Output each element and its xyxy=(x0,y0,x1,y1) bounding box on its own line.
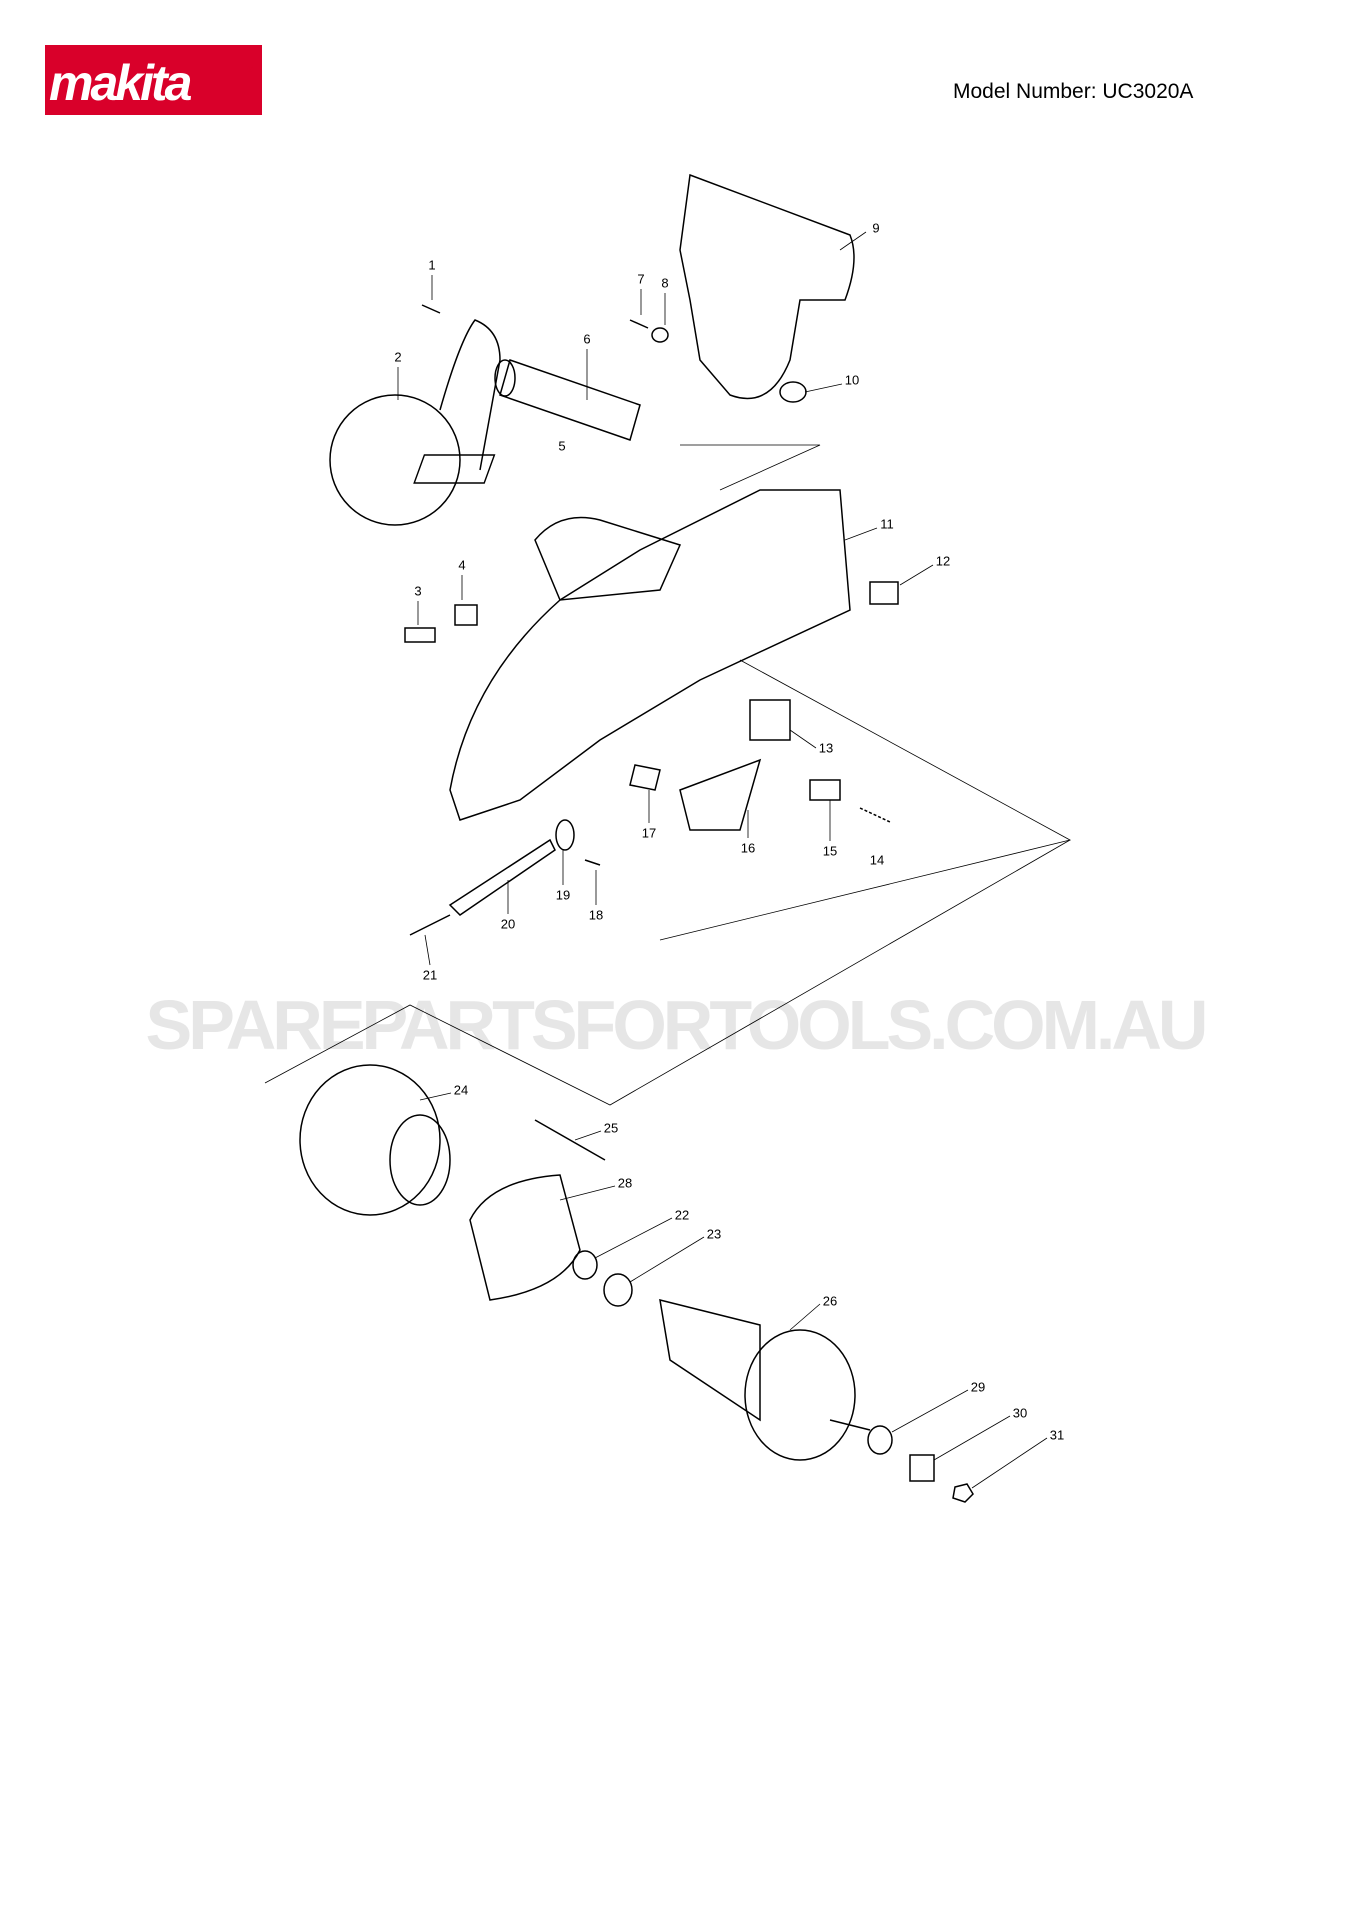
callout-14: 14 xyxy=(869,852,885,868)
part-9-hand-guard xyxy=(679,173,855,400)
registered-mark: ® xyxy=(247,64,254,74)
callout-13: 13 xyxy=(818,740,834,756)
callout-7: 7 xyxy=(637,271,645,287)
part-6-handle-grip xyxy=(494,359,641,441)
callout-4: 4 xyxy=(458,557,466,573)
callout-31: 31 xyxy=(1049,1427,1065,1443)
part-20-cord-guard xyxy=(448,838,556,916)
logo-text: makita xyxy=(49,55,192,111)
part-21-cord xyxy=(409,914,451,936)
part-10-ring xyxy=(779,381,807,403)
callout-8: 8 xyxy=(661,275,669,291)
part-19-strain-relief xyxy=(555,819,575,851)
part-3-part xyxy=(404,627,436,643)
callout-1: 1 xyxy=(428,257,436,273)
callout-28: 28 xyxy=(617,1175,633,1191)
model-number: Model Number: UC3020A xyxy=(953,80,1194,103)
callout-22: 22 xyxy=(674,1207,690,1223)
callout-25: 25 xyxy=(603,1120,619,1136)
part-16-trigger xyxy=(679,758,762,831)
callout-17: 17 xyxy=(641,825,657,841)
callout-18: 18 xyxy=(588,907,604,923)
part-12-switch xyxy=(869,581,899,605)
part-14-spring xyxy=(859,807,891,823)
callout-21: 21 xyxy=(422,967,438,983)
watermark: SPAREPARTSFORTOOLS.COM.AU xyxy=(145,986,1209,1064)
callout-6: 6 xyxy=(583,331,591,347)
part-8-washer xyxy=(651,327,669,343)
part-motor-housing xyxy=(534,516,682,601)
part-23-bearing xyxy=(603,1273,633,1307)
makita-logo: makita xyxy=(45,45,262,115)
callout-12: 12 xyxy=(935,553,951,569)
part-22-bearing xyxy=(572,1250,598,1280)
callout-15: 15 xyxy=(822,843,838,859)
part-5-label xyxy=(413,454,496,484)
callout-30: 30 xyxy=(1012,1405,1028,1421)
part-2-rear-handle-cover xyxy=(329,319,501,526)
callout-10: 10 xyxy=(844,372,860,388)
callout-2: 2 xyxy=(394,349,402,365)
callout-26: 26 xyxy=(822,1293,838,1309)
part-31-nut xyxy=(952,1483,974,1503)
part-28-baffle-plate xyxy=(469,1174,581,1301)
callout-9: 9 xyxy=(872,220,880,236)
part-17-part xyxy=(629,764,661,791)
part-15-lock-pin xyxy=(809,779,841,801)
callout-11: 11 xyxy=(880,516,894,532)
part-26-armature xyxy=(659,1298,871,1461)
part-25-screw xyxy=(534,1119,606,1161)
part-29-bearing xyxy=(867,1425,893,1455)
callout-leaders xyxy=(397,231,1048,1489)
callout-16: 16 xyxy=(740,840,756,856)
callout-23: 23 xyxy=(706,1226,722,1242)
part-30-sleeve xyxy=(909,1454,935,1482)
callout-29: 29 xyxy=(970,1379,986,1395)
callout-5: 5 xyxy=(558,438,566,454)
part-13-switch xyxy=(749,699,791,741)
part-4-part xyxy=(454,604,478,626)
callout-20: 20 xyxy=(500,916,516,932)
assembly-guide-lines xyxy=(264,444,1072,1106)
part-7-screw xyxy=(629,319,649,329)
part-18-screw xyxy=(584,859,601,866)
callout-3: 3 xyxy=(414,583,422,599)
callout-24: 24 xyxy=(453,1082,469,1098)
callout-19: 19 xyxy=(555,887,571,903)
part-1-screw xyxy=(421,304,441,314)
part-11-housing xyxy=(449,489,851,821)
part-24-field xyxy=(299,1064,451,1216)
